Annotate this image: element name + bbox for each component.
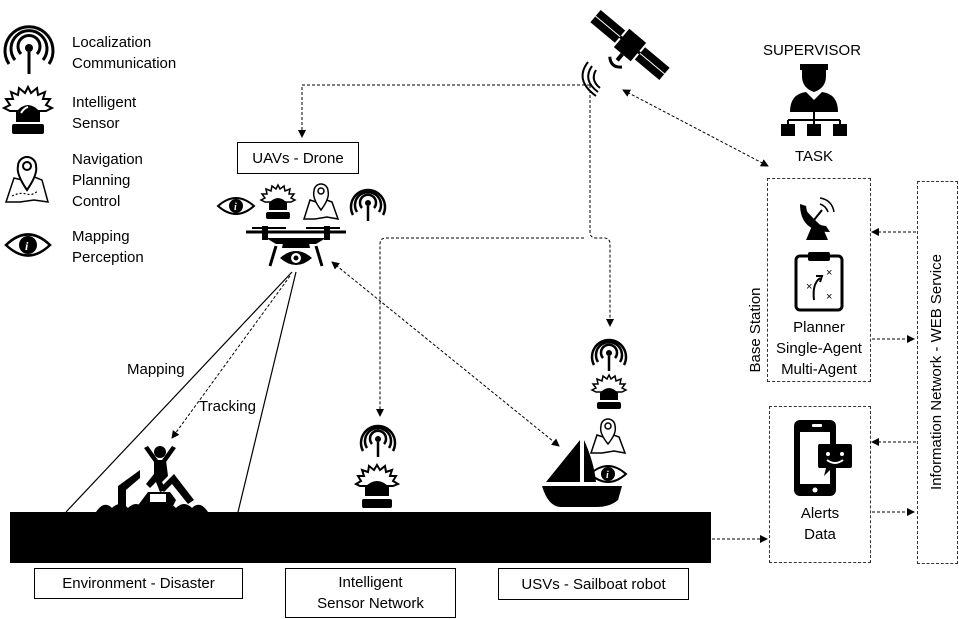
planner-clipboard-icon: × × × — [794, 252, 844, 312]
mapping-cone-right — [237, 271, 297, 513]
legend-label-sensor: Intelligent Sensor — [72, 94, 137, 132]
usv-antenna-icon — [590, 338, 628, 371]
usv-map-pin-icon — [589, 418, 627, 454]
base-station-box — [767, 178, 871, 382]
tracking-arrow — [171, 275, 291, 439]
satellite-dish-icon — [800, 197, 835, 240]
alerts-box — [769, 406, 871, 563]
usv-eye-icon: i — [588, 465, 628, 483]
uav-usv-link — [331, 261, 560, 447]
tracking-label: Tracking — [199, 398, 256, 415]
legend-sensor-siren-icon — [1, 84, 55, 134]
person-waving-icon — [144, 446, 176, 492]
sat-down-link — [589, 85, 614, 327]
satellite-icon — [590, 9, 670, 81]
sensor-network-antenna-icon — [359, 424, 397, 457]
legend-eye-icon: i — [4, 233, 52, 257]
legend-map-pin-icon — [4, 156, 50, 203]
task-label: TASK — [794, 148, 834, 165]
sensor-network-label-box: Intelligent Sensor Network — [285, 568, 456, 618]
svg-text:×: × — [826, 291, 832, 303]
mapping-cone-left — [65, 271, 293, 513]
satellite-signal-icon — [581, 61, 601, 97]
sat-to-uav-link — [298, 84, 590, 138]
uav-eye-icon: i — [216, 197, 256, 215]
mapping-label: Mapping — [127, 361, 185, 378]
drone-icon — [246, 226, 346, 267]
base-station-label: Base Station — [747, 287, 764, 373]
uav-sensor-siren-icon — [259, 183, 297, 219]
legend-antenna-icon — [3, 25, 55, 74]
sat-to-sensor-link — [376, 237, 584, 417]
svg-text:i: i — [234, 202, 237, 213]
svg-text:×: × — [806, 281, 812, 293]
svg-text:×: × — [826, 267, 832, 279]
legend-label-localization: Localization Communication — [72, 34, 177, 72]
phone-alert-icon — [794, 420, 852, 496]
supervisor-icon — [781, 64, 847, 136]
legend-label-navigation: Navigation Planning Control — [72, 151, 143, 210]
svg-text:i: i — [606, 470, 609, 481]
uav-label-box: UAVs - Drone — [237, 142, 359, 174]
info-network-box — [917, 181, 958, 564]
usv-sensor-siren-icon — [590, 373, 628, 409]
svg-text:i: i — [25, 239, 29, 253]
info-network-label: Information Network - WEB Service — [928, 254, 945, 490]
sensor-network-siren-icon — [353, 463, 401, 508]
alerts-label: Alerts Data — [800, 505, 840, 543]
supervisor-label: SUPERVISOR — [762, 42, 862, 59]
collapsed-house-icon — [96, 470, 208, 512]
ground-bar — [10, 512, 711, 563]
uav-antenna-icon — [349, 188, 387, 221]
planner-label: Planner Single-Agent Multi-Agent — [776, 319, 862, 378]
environment-label-box: Environment - Disaster — [34, 568, 243, 599]
sailboat-icon — [542, 440, 622, 507]
usv-label-box: USVs - Sailboat robot — [498, 568, 689, 600]
sat-supervisor-link — [622, 89, 769, 167]
uav-map-pin-icon — [302, 183, 340, 220]
legend-label-mapping: Mapping Perception — [72, 228, 144, 266]
